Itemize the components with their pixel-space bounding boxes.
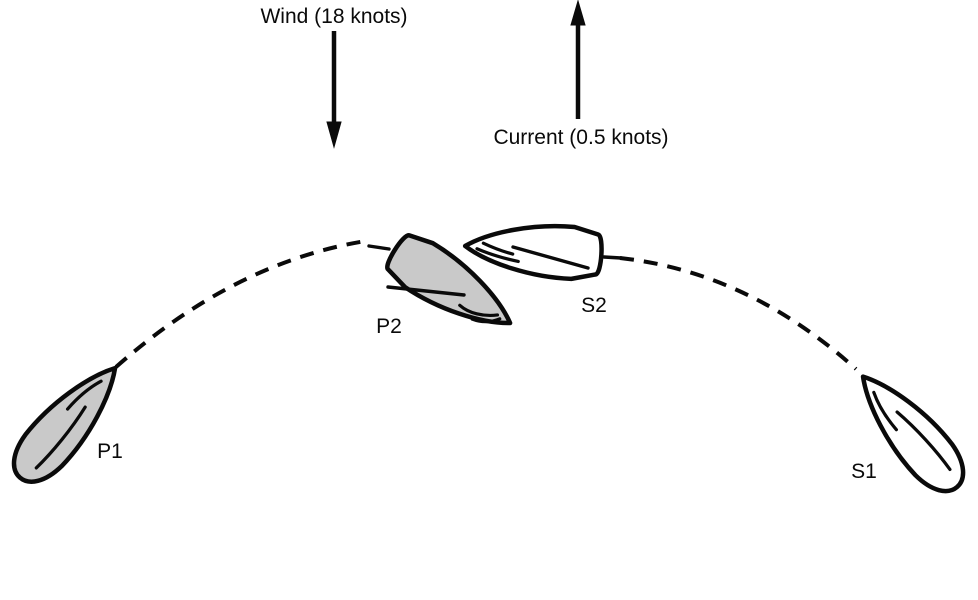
course-path-left-segment xyxy=(114,239,367,369)
boat-p2-deck-lines xyxy=(458,303,502,324)
boat-s2-boom xyxy=(511,245,590,270)
boat-s2 xyxy=(463,220,603,281)
boat-label-p2: P2 xyxy=(376,315,402,338)
boat-s2-deck-lines xyxy=(475,241,520,264)
boat-s2-tiller xyxy=(602,255,623,260)
wind-arrow-head xyxy=(326,121,342,149)
course-path-right-segment xyxy=(619,256,858,371)
boat-label-s1: S1 xyxy=(851,460,877,483)
current-arrow-head xyxy=(570,0,586,26)
boat-label-s2: S2 xyxy=(581,294,607,317)
wind-label: Wind (18 knots) xyxy=(260,5,407,28)
boat-p1 xyxy=(2,352,134,493)
wind-arrow-icon xyxy=(326,31,342,149)
boat-p1-hull xyxy=(2,352,134,493)
boat-label-p1: P1 xyxy=(97,440,123,463)
current-arrow-icon xyxy=(570,0,586,119)
current-label: Current (0.5 knots) xyxy=(493,126,668,149)
boat-p2 xyxy=(381,228,524,345)
boat-p2-boom xyxy=(386,285,466,297)
boat-p2-tiller xyxy=(367,244,391,251)
